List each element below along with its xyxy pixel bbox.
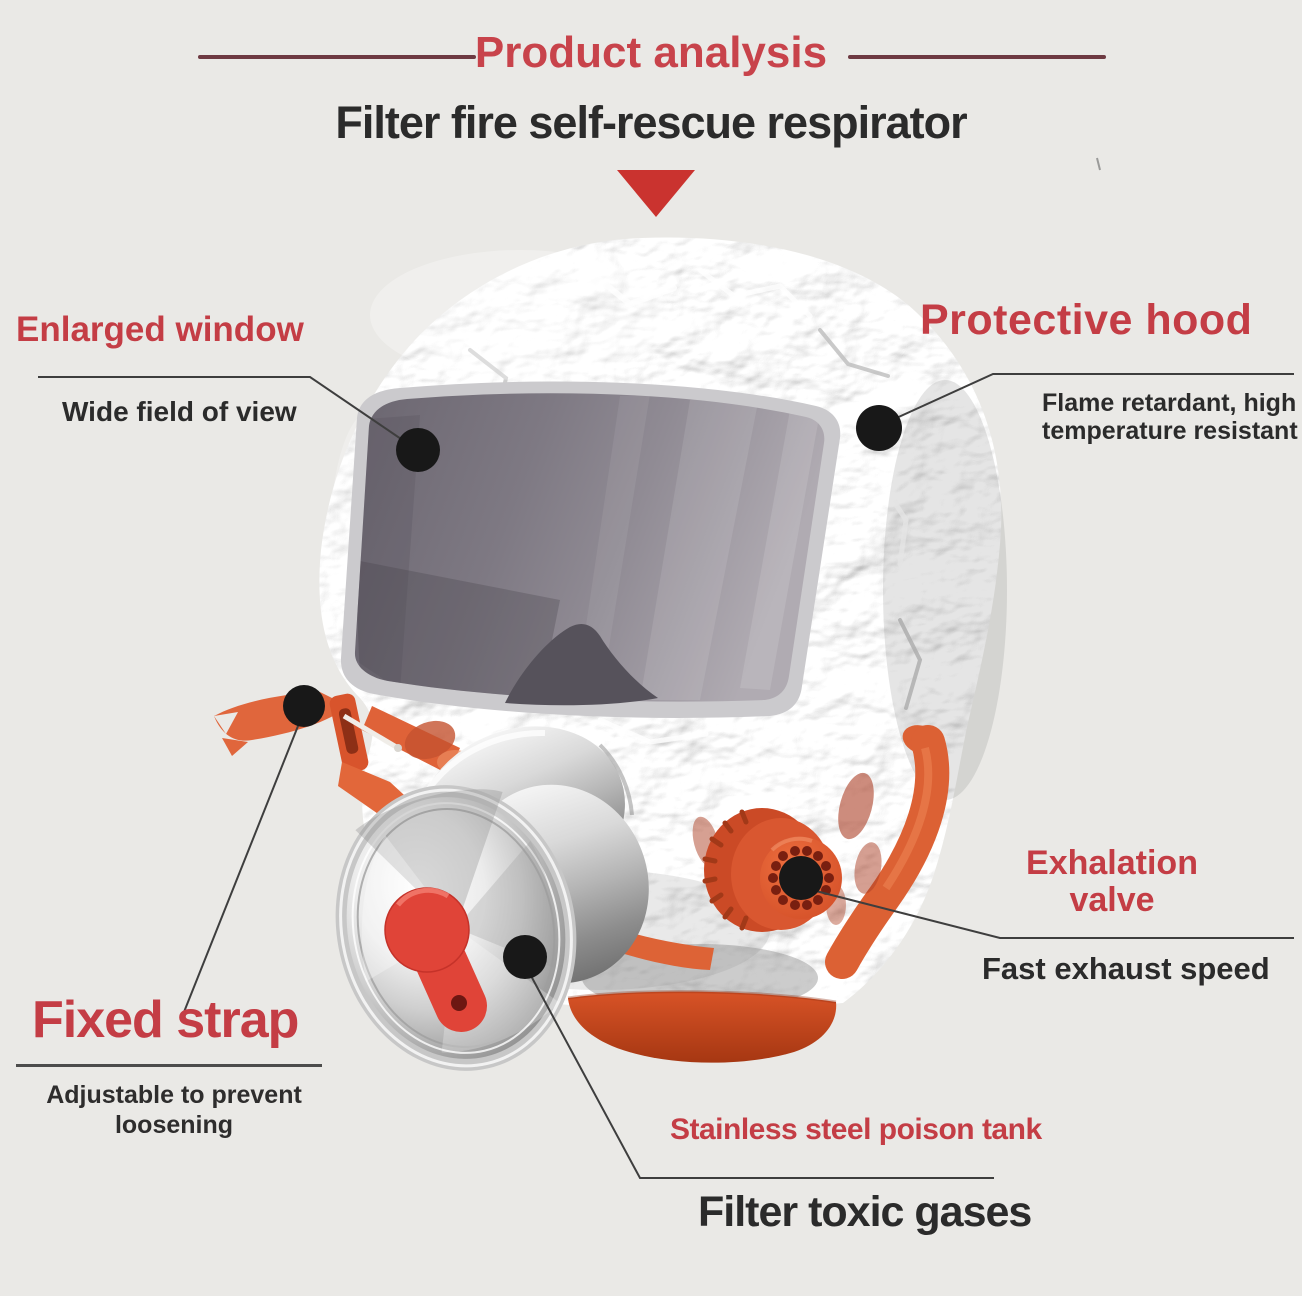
leader-line-tank	[529, 973, 994, 1179]
callout-dot-valve	[779, 856, 823, 900]
leader-line-valve	[811, 889, 1294, 939]
leader-line-hood	[891, 373, 1294, 421]
leader-line-window	[38, 376, 405, 442]
callout-tank-description: Filter toxic gases	[698, 1188, 1032, 1236]
visor-part	[340, 381, 841, 718]
callout-window-description: Wide field of view	[62, 396, 297, 427]
kicker-title: Product analysis	[474, 28, 828, 77]
kicker-divider-right	[848, 55, 1106, 59]
callout-hood-description: Flame retardant, high temperature resist…	[1042, 389, 1298, 445]
callout-strap-description: Adjustable to prevent loosening	[46, 1081, 302, 1139]
page-title: Filter fire self-rescue respirator	[335, 97, 967, 148]
stray-mark	[1096, 157, 1101, 171]
filter-canister-part	[335, 726, 649, 1071]
callout-valve-label: Exhalation valve	[1026, 844, 1198, 919]
nose-silhouette	[505, 624, 658, 706]
keyhole-latch	[384, 887, 487, 1032]
callout-hood-label: Protective hood	[920, 296, 1253, 344]
callout-dot-strap	[283, 685, 325, 727]
callout-strap-label: Fixed strap	[32, 991, 299, 1049]
callout-dot-window	[396, 428, 440, 472]
kicker-divider-left	[198, 55, 476, 59]
down-arrow-icon	[617, 170, 695, 217]
exhalation-valve-part	[702, 808, 842, 932]
callout-valve-description: Fast exhaust speed	[982, 951, 1270, 986]
callout-window-label: Enlarged window	[16, 310, 304, 349]
callout-dot-hood	[856, 405, 902, 451]
leader-lines	[38, 157, 1294, 1179]
leader-line-strap	[183, 715, 303, 1013]
callout-tank-label: Stainless steel poison tank	[670, 1113, 1042, 1146]
neck-collar-part	[567, 990, 837, 1063]
strap-underline	[16, 1064, 322, 1067]
callout-dot-tank	[503, 935, 547, 979]
